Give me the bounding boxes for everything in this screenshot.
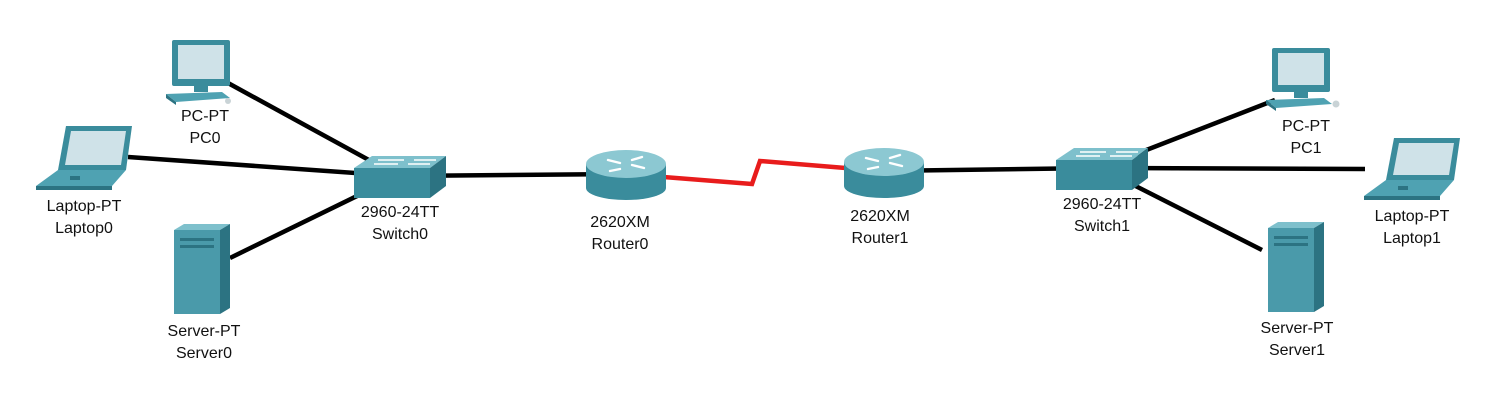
device-model-pc1: PC-PT [1282, 118, 1330, 135]
device-name-switch1: Switch1 [1073, 218, 1131, 235]
device-name-pc1: PC1 [1290, 140, 1322, 157]
device-model-server1: Server-PT [1260, 320, 1334, 337]
server-icon [174, 224, 230, 314]
device-name-switch0: Switch0 [371, 226, 429, 243]
device-switch0[interactable] [352, 154, 448, 200]
device-laptop1[interactable] [1362, 136, 1462, 204]
router-icon [844, 148, 924, 198]
label-switch1: 2960-24TT Switch1 [1063, 194, 1141, 238]
device-model-switch1: 2960-24TT [1062, 196, 1142, 213]
label-router1: 2620XM Router1 [850, 206, 910, 250]
device-model-pc0: PC-PT [181, 108, 229, 125]
device-laptop0[interactable] [34, 124, 134, 194]
link-router0-router1-serial[interactable] [625, 158, 883, 187]
device-name-router0: Router0 [591, 236, 649, 253]
device-model-router0: 2620XM [590, 214, 650, 231]
switch-icon [1056, 148, 1148, 190]
label-router0: 2620XM Router0 [590, 212, 650, 256]
label-pc0: PC-PT PC0 [181, 106, 229, 150]
device-router1[interactable] [842, 144, 926, 200]
device-model-server0: Server-PT [167, 323, 241, 340]
pc-icon [1266, 48, 1340, 111]
link-laptop0-switch0[interactable] [127, 154, 399, 179]
device-model-router1: 2620XM [850, 208, 910, 225]
label-laptop0: Laptop-PT Laptop0 [47, 196, 122, 240]
router-icon [586, 150, 666, 200]
label-laptop1: Laptop-PT Laptop1 [1375, 206, 1450, 250]
device-name-pc0: PC0 [189, 130, 221, 147]
device-name-router1: Router1 [851, 230, 909, 247]
device-model-laptop1: Laptop-PT [1374, 208, 1450, 225]
label-pc1: PC-PT PC1 [1282, 116, 1330, 160]
device-name-server0: Server0 [175, 345, 233, 362]
device-server0[interactable] [170, 222, 234, 316]
device-pc1[interactable] [1262, 46, 1344, 112]
device-model-laptop0: Laptop-PT [46, 198, 122, 215]
label-switch0: 2960-24TT Switch0 [361, 202, 439, 246]
device-switch1[interactable] [1054, 146, 1150, 192]
switch-icon [354, 156, 446, 198]
pc-icon [166, 40, 231, 105]
laptop-icon [36, 126, 132, 190]
device-model-switch0: 2960-24TT [360, 204, 440, 221]
device-name-laptop0: Laptop0 [55, 220, 113, 237]
device-pc0[interactable] [162, 38, 234, 106]
device-server1[interactable] [1264, 220, 1328, 314]
laptop-icon [1364, 138, 1460, 200]
device-router0[interactable] [584, 146, 668, 202]
server-icon [1268, 222, 1324, 312]
label-server0: Server-PT Server0 [168, 321, 241, 365]
label-server1: Server-PT Server1 [1261, 318, 1334, 362]
device-name-server1: Server1 [1268, 342, 1326, 359]
device-name-laptop1: Laptop1 [1383, 230, 1441, 247]
